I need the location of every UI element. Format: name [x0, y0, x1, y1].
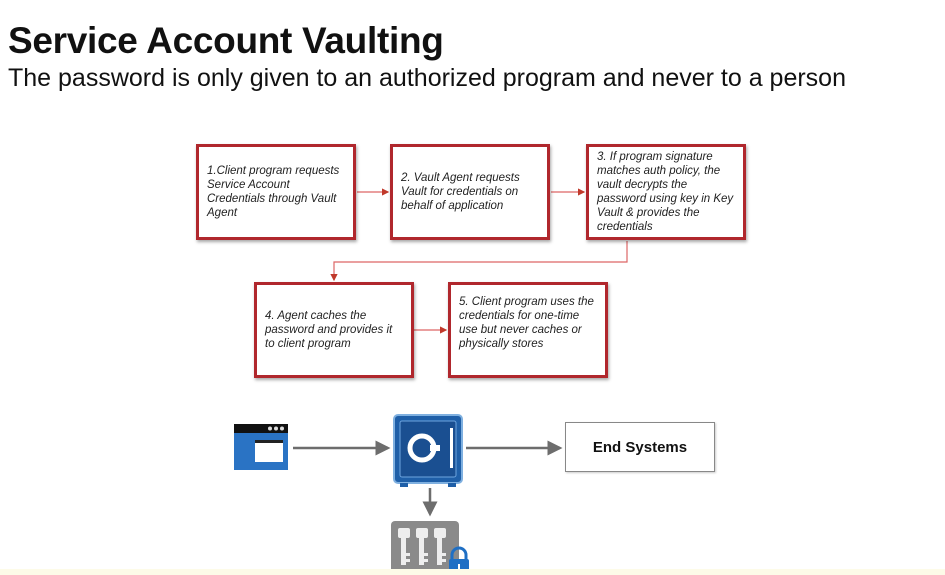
- arrow-step3-to-step4: [330, 241, 628, 282]
- vault-safe-icon: [393, 414, 463, 487]
- end-systems-label: End Systems: [592, 438, 688, 456]
- step-4-box: 4. Agent caches the password and provide…: [254, 282, 414, 378]
- step-4-text: 4. Agent caches the password and provide…: [265, 310, 393, 350]
- step-3-box: 3. If program signature matches auth pol…: [586, 144, 746, 240]
- step-5-text: 5. Client program uses the credentials f…: [459, 296, 594, 350]
- footer-strip: [0, 569, 945, 575]
- page-title: Service Account Vaulting: [8, 20, 444, 61]
- step-1-text: 1.Client program requests Service Accoun…: [207, 165, 340, 219]
- key-vault-icon: [391, 521, 469, 575]
- step-3-text: 3. If program signature matches auth pol…: [597, 151, 734, 233]
- step-2-text: 2. Vault Agent requests Vault for creden…: [401, 172, 520, 212]
- application-window-icon: [234, 424, 288, 470]
- page-subtitle: The password is only given to an authori…: [8, 64, 846, 92]
- step-5-box: 5. Client program uses the credentials f…: [448, 282, 608, 378]
- step-1-box: 1.Client program requests Service Accoun…: [196, 144, 356, 240]
- step-2-box: 2. Vault Agent requests Vault for creden…: [390, 144, 550, 240]
- end-systems-box: End Systems: [565, 422, 715, 472]
